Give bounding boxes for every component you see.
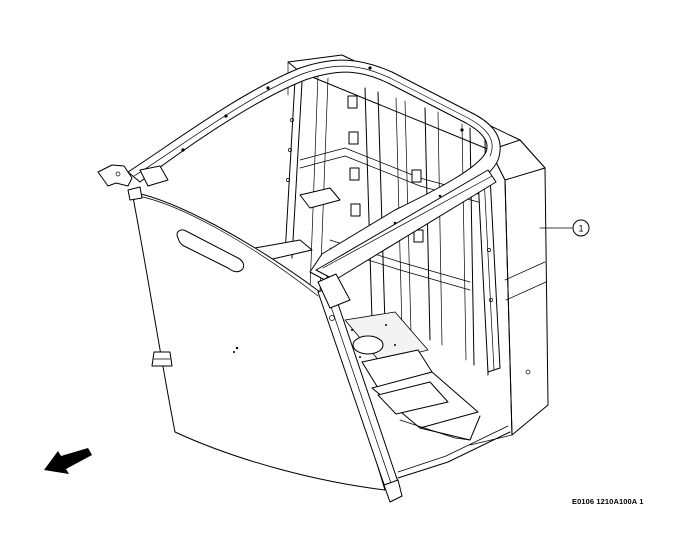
door-pillar bbox=[317, 273, 511, 503]
right-front-pillar bbox=[477, 175, 501, 373]
floor-platform bbox=[344, 311, 481, 441]
callout-circle bbox=[572, 219, 590, 237]
drawing-code: E0106 1210A100A 1 bbox=[572, 497, 644, 506]
latch-bracket bbox=[97, 164, 169, 201]
callout-1: 1 bbox=[539, 219, 590, 237]
callout-number: 1 bbox=[578, 224, 583, 234]
door-panel bbox=[131, 191, 386, 491]
arrow-down-left-icon bbox=[44, 448, 92, 474]
